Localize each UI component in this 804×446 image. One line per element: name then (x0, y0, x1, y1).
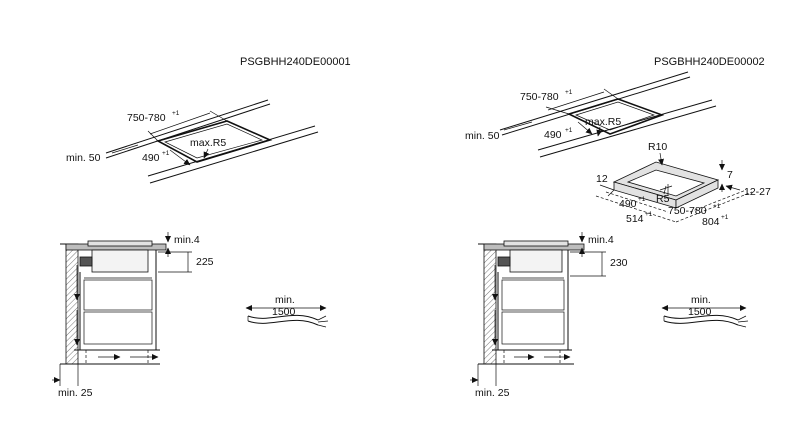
frame-12-label: 12 (596, 173, 608, 185)
right-worktop-top-view: 750-780 +1 490 +1 max.R5 min. 50 (465, 71, 717, 158)
right-hob-fan (497, 256, 511, 267)
frame-outer-width-label: 804 (702, 216, 720, 228)
left-width-label: 750-780 (127, 112, 166, 124)
left-depth-tol: +1 (162, 150, 170, 157)
right-height-label: 230 (610, 257, 628, 269)
frame-outer-width-tol: +1 (721, 214, 729, 221)
right-side-section: min.4 230 min. 25 (470, 232, 628, 399)
right-depth-label: 490 (544, 129, 562, 141)
right-front-min-label: min. 50 (465, 130, 500, 142)
frame-width-tol: +1 (713, 203, 721, 210)
right-variant: PSGBHH240DE00002 750-780 +1 490 +1 max.R… (465, 56, 771, 399)
right-hob-glass (503, 240, 569, 247)
left-height-label: 225 (196, 256, 214, 268)
right-wall-min-label: min. 25 (475, 387, 510, 399)
left-variant: PSGBHH240DE00001 750-780 +1 490 +1 max.R… (52, 56, 351, 399)
right-radius-label: max.R5 (585, 116, 621, 128)
left-worktop-top-view: 750-780 +1 490 +1 max.R5 min. 50 (66, 99, 319, 184)
left-side-section: min.4 225 min. 25 (52, 232, 214, 399)
left-cable-label-2: 1500 (272, 306, 296, 318)
right-gap-label: min.4 (588, 234, 614, 246)
left-hob-fan (79, 256, 93, 267)
left-cutout-outline (155, 120, 273, 163)
frame-outer-depth-label: 514 (626, 213, 644, 225)
left-cable-label-1: min. (275, 294, 295, 306)
right-cutout-outline (566, 98, 665, 135)
left-width-tol: +1 (172, 110, 180, 117)
right-power-cable: min. 1500 (661, 294, 749, 328)
left-wall-min-label: min. 25 (58, 387, 93, 399)
right-frame-detail: R10 7 12 R5 490 +1 750-780 +1 12-27 514 … (595, 141, 771, 228)
left-gap-label: min.4 (174, 234, 200, 246)
left-front-min-label: min. 50 (66, 152, 101, 164)
frame-outer-depth-tol: +1 (645, 211, 653, 218)
left-model-code: PSGBHH240DE00001 (240, 56, 351, 68)
right-cable-label-1: min. (691, 294, 711, 306)
left-power-cable: min. 1500 (245, 294, 329, 328)
left-hob-body (91, 249, 149, 273)
right-hob-body (509, 249, 563, 273)
frame-7-label: 7 (727, 169, 733, 181)
right-cable-label-2: 1500 (688, 306, 712, 318)
frame-r10-label: R10 (648, 141, 667, 153)
right-wall (483, 243, 497, 365)
frame-depth-label: 490 (619, 198, 637, 210)
left-hob-glass (87, 240, 153, 247)
left-depth-label: 490 (142, 152, 160, 164)
frame-r5-label: R5 (656, 193, 670, 205)
right-width-tol: +1 (565, 89, 573, 96)
frame-width-label: 750-780 (668, 205, 707, 217)
left-radius-label: max.R5 (190, 137, 226, 149)
left-wall (65, 243, 79, 365)
right-width-label: 750-780 (520, 91, 559, 103)
frame-edge-label: 12-27 (744, 186, 771, 198)
right-model-code: PSGBHH240DE00002 (654, 56, 765, 68)
right-depth-tol: +1 (565, 127, 573, 134)
frame-depth-tol: +1 (638, 196, 646, 203)
